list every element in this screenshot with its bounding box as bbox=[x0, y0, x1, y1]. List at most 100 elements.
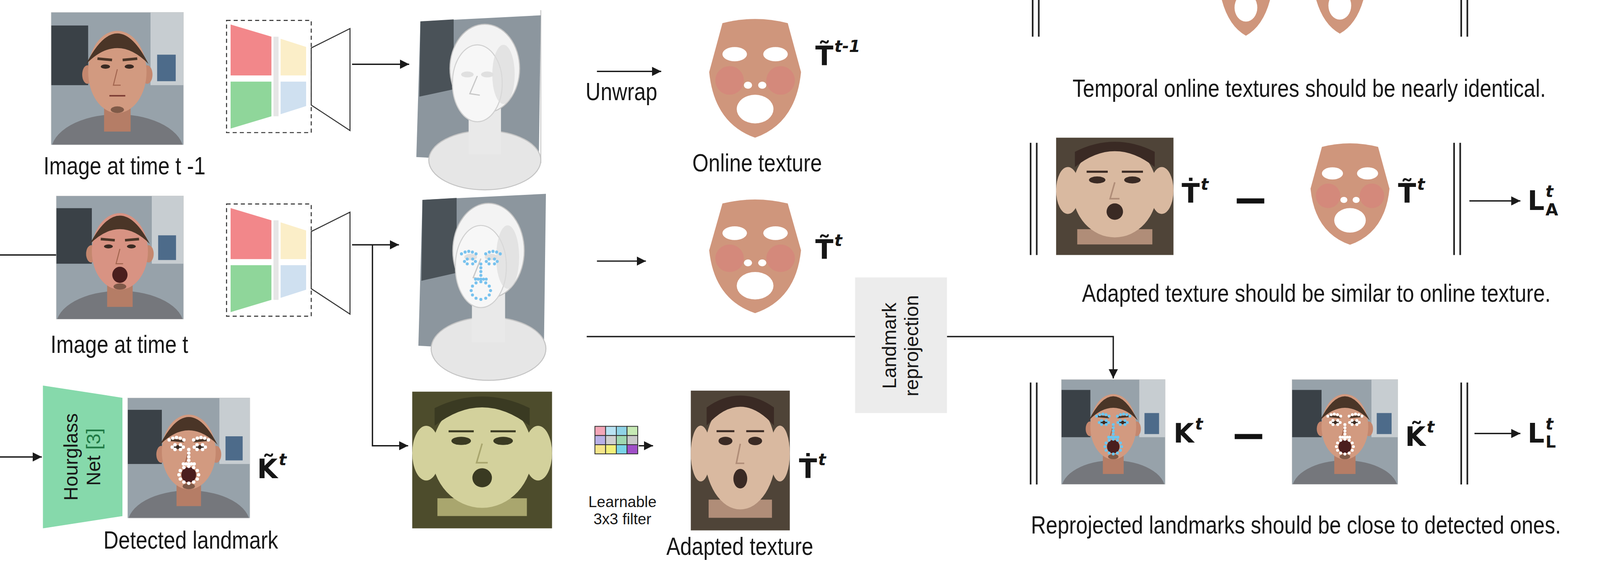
landmark-dot bbox=[187, 451, 191, 455]
landmark-dot bbox=[187, 481, 191, 486]
landmark-dot bbox=[1104, 423, 1108, 426]
hair bbox=[1088, 396, 1138, 421]
cheek bbox=[715, 66, 744, 95]
landmark-dot bbox=[1111, 426, 1115, 430]
caption: Unwrap bbox=[585, 78, 658, 105]
landmark-dot bbox=[465, 262, 469, 266]
window bbox=[1371, 379, 1398, 438]
landmark-dot bbox=[187, 455, 191, 459]
superscript: t bbox=[1200, 175, 1209, 195]
landmark-dot bbox=[1116, 421, 1120, 425]
landmark-dot bbox=[1107, 451, 1111, 455]
mouth-hole bbox=[1328, 0, 1351, 20]
caption: Image at time t -1 bbox=[43, 153, 206, 180]
screen bbox=[158, 235, 177, 261]
landmark-dot bbox=[187, 464, 191, 469]
nostril-hole bbox=[1340, 197, 1348, 204]
filter-cell bbox=[605, 426, 617, 436]
landmark-dot bbox=[1357, 413, 1361, 417]
math-symbol: T̃ bbox=[815, 234, 834, 266]
hair bbox=[706, 395, 775, 426]
landmark-dot bbox=[1355, 423, 1359, 426]
landmark-dot bbox=[1339, 438, 1343, 442]
encoder-block bbox=[230, 265, 272, 313]
landmark-dot bbox=[491, 249, 495, 253]
photo-background bbox=[51, 12, 184, 145]
landmark-dot bbox=[484, 296, 488, 300]
landmark-dot bbox=[1335, 413, 1339, 417]
filter-cell bbox=[594, 435, 606, 445]
landmark-dot bbox=[181, 438, 186, 442]
caption: Detected landmark bbox=[103, 527, 279, 554]
arrow-line bbox=[352, 63, 410, 65]
eye-hole bbox=[1322, 167, 1343, 180]
landmark-dot bbox=[463, 250, 467, 254]
landmark-dot bbox=[1123, 419, 1127, 423]
eyebrow bbox=[193, 440, 208, 442]
landmark-dot bbox=[498, 252, 502, 256]
face-photo bbox=[1061, 379, 1166, 485]
filter-label: Learnable 3x3 filter bbox=[581, 492, 664, 528]
landmark-dot bbox=[479, 298, 483, 302]
window bbox=[150, 12, 184, 86]
landmark-dot bbox=[1326, 415, 1330, 419]
filter-cell bbox=[626, 426, 638, 436]
eyebrow bbox=[1329, 416, 1341, 418]
face-texture bbox=[1311, 0, 1369, 34]
landmark-dot bbox=[495, 250, 499, 254]
norm-bars bbox=[1454, 142, 1461, 256]
decoder-shape bbox=[311, 28, 350, 131]
texture-background bbox=[1056, 137, 1174, 256]
caption: Image at time t bbox=[50, 331, 189, 359]
filter-cell bbox=[605, 435, 617, 445]
landmark-dot bbox=[199, 436, 203, 440]
landmark-image: K̃tDetected landmark bbox=[127, 397, 250, 519]
landmark-dot bbox=[1357, 421, 1361, 425]
screen bbox=[1376, 413, 1392, 435]
eye-hole bbox=[763, 46, 788, 62]
arrow-line bbox=[352, 244, 400, 246]
unwrapped-texture-image bbox=[1056, 137, 1174, 256]
filter-cell bbox=[616, 426, 628, 436]
goatee bbox=[110, 106, 125, 114]
nose bbox=[476, 443, 489, 463]
landmark-dot bbox=[178, 469, 182, 473]
landmark-dot bbox=[1353, 412, 1357, 416]
math-symbol: K̃ bbox=[1405, 421, 1426, 452]
filter-cell bbox=[594, 426, 606, 436]
screen bbox=[225, 436, 243, 461]
filter-cell bbox=[626, 435, 638, 445]
landmark-dot bbox=[1119, 441, 1123, 445]
math-symbol: L bbox=[1527, 418, 1545, 450]
decoder-shape bbox=[311, 212, 350, 315]
face-texture bbox=[709, 199, 801, 314]
landmark-dot bbox=[467, 249, 471, 253]
math-symbol: Ṫ bbox=[799, 454, 818, 485]
rotated-label: Landmark reprojection bbox=[878, 294, 923, 397]
landmark-dot bbox=[1350, 413, 1354, 417]
landmark-dot bbox=[206, 438, 211, 442]
photo-background bbox=[1061, 379, 1166, 485]
landmark-dot bbox=[1336, 423, 1340, 426]
landmark-dot bbox=[1343, 426, 1347, 430]
screen bbox=[1144, 413, 1160, 435]
mouth bbox=[109, 95, 126, 97]
landmark-dot bbox=[1347, 438, 1351, 442]
face-photo bbox=[127, 397, 250, 519]
arrow-line bbox=[0, 456, 42, 458]
landmark-dot bbox=[170, 445, 175, 450]
mouth-hole bbox=[736, 94, 774, 124]
eye bbox=[1124, 176, 1141, 184]
landmark-dot bbox=[1100, 423, 1104, 426]
caption: Adapted texture bbox=[666, 533, 814, 561]
landmark-dot bbox=[469, 289, 473, 293]
model-eye bbox=[480, 71, 494, 78]
window bbox=[151, 195, 184, 264]
landmark-dot bbox=[488, 289, 492, 293]
eyebrow bbox=[1349, 416, 1362, 418]
rotated-label: Hourglass Net bbox=[60, 413, 105, 501]
eye bbox=[124, 64, 134, 69]
eyebrow bbox=[1086, 170, 1108, 173]
subscript: A bbox=[1545, 200, 1559, 220]
window bbox=[1139, 379, 1166, 438]
